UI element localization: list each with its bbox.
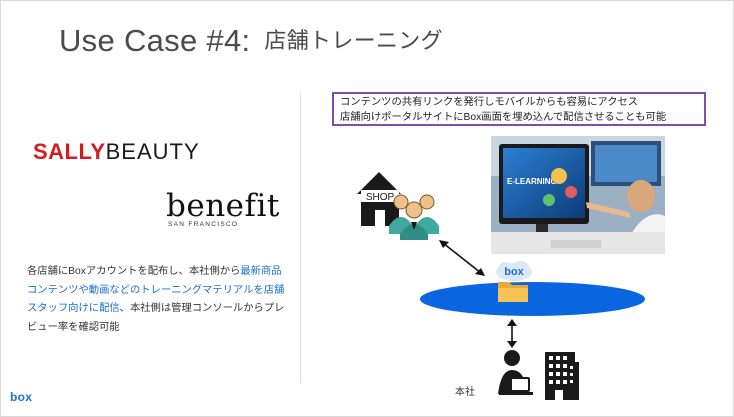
- page-title: Use Case #4: 店舗トレーニング: [59, 23, 443, 59]
- shop-icon: SHOP: [357, 172, 439, 240]
- description-part1: 各店舗にBoxアカウントを配布し、本社側から: [27, 266, 241, 277]
- box-cloud-label: box: [504, 266, 524, 278]
- callout-line-1: コンテンツの共有リンクを発行しモバイルからも容易にアクセス: [340, 97, 639, 108]
- staff-group-icon: [389, 194, 439, 240]
- benefit-logo-word: benefit: [166, 188, 280, 224]
- cloud-platform: [420, 282, 645, 316]
- benefit-logo-subtitle: SAN FRANCISCO: [168, 221, 239, 228]
- double-arrow-icon: [439, 240, 485, 276]
- shop-label: SHOP: [366, 192, 395, 203]
- vertical-divider: [300, 93, 301, 383]
- title-japanese: 店舗トレーニング: [264, 28, 443, 53]
- headquarters-label: 本社: [455, 387, 475, 398]
- description-part3: 、本社側は管理コンソールからプレビュー率を確認可能: [27, 303, 285, 333]
- e-learning-screen-text: E-LEARNING: [507, 177, 557, 186]
- description-text: 各店舗にBoxアカウントを配布し、本社側から最新商品コンテンツや動画などのトレー…: [27, 263, 289, 337]
- box-footer-logo: box: [10, 390, 33, 404]
- folder-icon: [498, 282, 528, 302]
- office-building-icon: [545, 352, 579, 400]
- headquarters-icon: [498, 350, 579, 400]
- callout-line-2: 店舗向けポータルサイトにBox画面を埋め込んで配信させることも可能: [340, 111, 667, 123]
- sally-logo-text: SALLY: [33, 139, 106, 164]
- box-cloud-icon: box: [496, 261, 532, 281]
- beauty-logo-text: BEAUTY: [105, 139, 200, 164]
- description-highlight: 最新商品コンテンツや動画などのトレーニングマテリアルを店舗スタッフ向けに配信: [27, 266, 285, 314]
- title-english: Use Case #4:: [59, 23, 251, 58]
- callout-box: コンテンツの共有リンクを発行しモバイルからも容易にアクセス 店舗向けポータルサイ…: [332, 92, 706, 126]
- sally-beauty-logo: SALLYBEAUTY: [33, 139, 200, 165]
- e-learning-photo: E-LEARNING: [491, 136, 665, 254]
- vertical-double-arrow-icon: [507, 319, 517, 348]
- benefit-logo: benefit SAN FRANCISCO: [166, 188, 286, 229]
- office-worker-icon: [498, 350, 533, 395]
- connection-arrows: [439, 240, 517, 348]
